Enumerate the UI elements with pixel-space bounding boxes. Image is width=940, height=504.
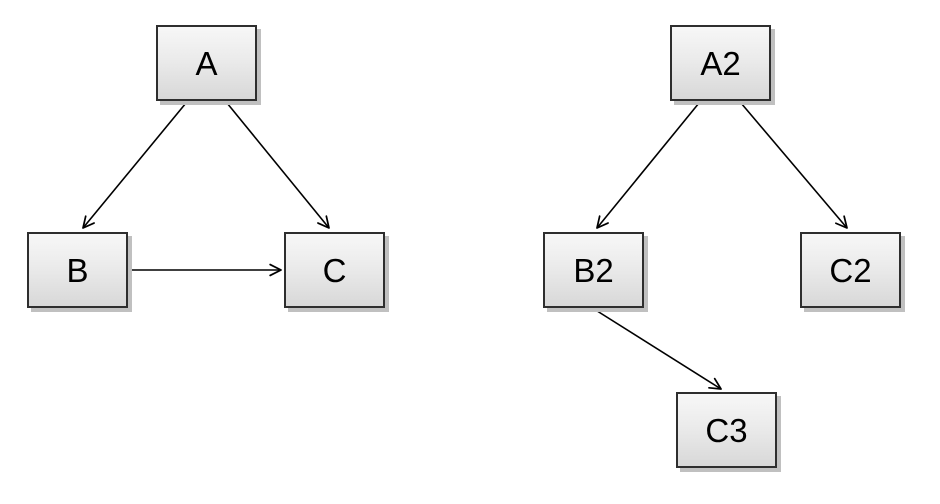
node-C3-label: C3 bbox=[705, 411, 748, 449]
edge-A2-C2 bbox=[740, 102, 848, 229]
edge-A2-B2 bbox=[596, 102, 700, 229]
node-C2-label: C2 bbox=[829, 251, 872, 289]
node-B2-label: B2 bbox=[573, 251, 614, 289]
node-B[interactable]: B bbox=[27, 232, 128, 308]
node-A[interactable]: A bbox=[156, 25, 257, 101]
node-A2[interactable]: A2 bbox=[670, 25, 771, 101]
node-A-label: A bbox=[195, 44, 218, 82]
node-C3[interactable]: C3 bbox=[676, 392, 777, 468]
edge-A-C bbox=[226, 102, 330, 229]
node-C-label: C bbox=[322, 251, 347, 289]
edge-B2-C3 bbox=[593, 308, 722, 390]
node-B2[interactable]: B2 bbox=[543, 232, 644, 308]
edge-A-B bbox=[82, 102, 187, 229]
node-C[interactable]: C bbox=[284, 232, 385, 308]
node-A2-label: A2 bbox=[700, 44, 741, 82]
node-C2[interactable]: C2 bbox=[800, 232, 901, 308]
node-B-label: B bbox=[66, 251, 89, 289]
